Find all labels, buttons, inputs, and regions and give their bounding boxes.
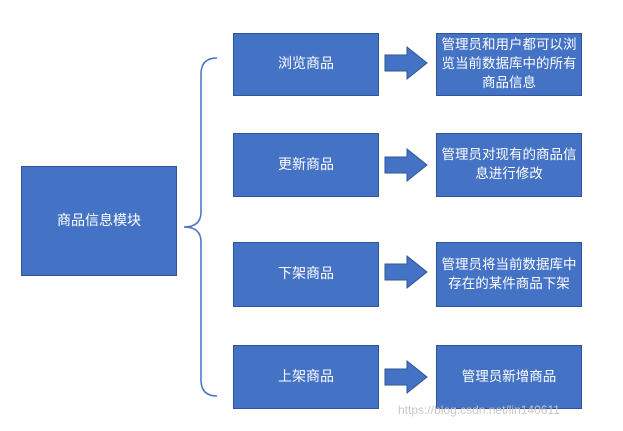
arrow-icon-2 bbox=[384, 147, 428, 183]
action-node-label: 上架商品 bbox=[278, 368, 334, 385]
description-node-text: 管理员和用户都可以浏览当前数据库中的所有商品信息 bbox=[441, 37, 577, 91]
description-node-add: 管理员新增商品 bbox=[436, 345, 582, 409]
description-node-text: 管理员将当前数据库中存在的某件商品下架 bbox=[441, 256, 577, 292]
action-node-label: 更新商品 bbox=[278, 156, 334, 173]
arrow-icon-1 bbox=[384, 45, 428, 81]
root-node-label: 商品信息模块 bbox=[57, 212, 141, 229]
description-node-remove: 管理员将当前数据库中存在的某件商品下架 bbox=[436, 242, 582, 307]
action-node-browse: 浏览商品 bbox=[233, 33, 379, 96]
arrow-icon-3 bbox=[384, 254, 428, 290]
arrow-icon-4 bbox=[384, 359, 428, 395]
root-node: 商品信息模块 bbox=[21, 166, 177, 276]
action-node-add: 上架商品 bbox=[233, 345, 379, 409]
brace-icon bbox=[183, 57, 218, 397]
action-node-label: 下架商品 bbox=[278, 266, 334, 282]
action-node-label: 浏览商品 bbox=[278, 56, 334, 72]
description-node-browse: 管理员和用户都可以浏览当前数据库中的所有商品信息 bbox=[436, 33, 582, 96]
watermark: https://blog.csdn.net/lin140611 bbox=[398, 403, 560, 417]
description-node-text: 管理员对现有的商品信息进行修改 bbox=[441, 147, 577, 182]
description-node-update: 管理员对现有的商品信息进行修改 bbox=[436, 133, 582, 197]
description-node-text: 管理员新增商品 bbox=[461, 368, 557, 385]
action-node-remove: 下架商品 bbox=[233, 242, 379, 307]
action-node-update: 更新商品 bbox=[233, 133, 379, 197]
